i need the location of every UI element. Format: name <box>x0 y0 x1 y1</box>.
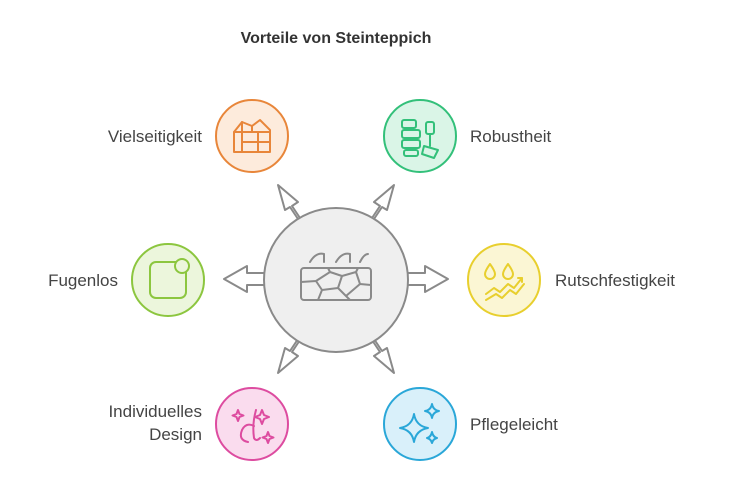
bricks-hammer-icon <box>401 119 439 159</box>
diagram-title: Vorteile von Steinteppich <box>240 30 432 47</box>
center-node <box>263 207 409 353</box>
label-pflegeleicht: Pflegeleicht <box>470 415 558 434</box>
seamless-square-icon <box>149 258 190 299</box>
droplets-grip-icon <box>484 263 525 301</box>
label-individuelles: Individuelles <box>108 402 202 421</box>
sparkles-icon <box>399 403 440 444</box>
arrow-up-right <box>369 184 395 223</box>
design-sparkle-icon <box>231 409 275 444</box>
node-rutschfestigkeit <box>467 243 541 317</box>
building-blocks-icon <box>233 119 271 153</box>
arrow-left <box>223 265 267 293</box>
node-circle <box>215 387 289 461</box>
node-pflegeleicht <box>383 387 457 461</box>
arrow-up-left <box>277 184 303 223</box>
node-circle <box>467 243 541 317</box>
arrow-right <box>405 265 449 293</box>
label-robustheit: Robustheit <box>470 127 552 146</box>
cracked-stone-floor-icon <box>300 252 372 301</box>
node-robustheit <box>383 99 457 173</box>
node-individuelles <box>215 387 289 461</box>
label-fugenlos: Fugenlos <box>48 271 118 290</box>
node-circle <box>131 243 205 317</box>
label-rutschfestigkeit: Rutschfestigkeit <box>555 271 675 290</box>
node-fugenlos <box>131 243 205 317</box>
node-circle <box>215 99 289 173</box>
node-vielseitigkeit <box>215 99 289 173</box>
label-design: Design <box>149 425 202 444</box>
label-vielseitigkeit: Vielseitigkeit <box>107 127 202 146</box>
